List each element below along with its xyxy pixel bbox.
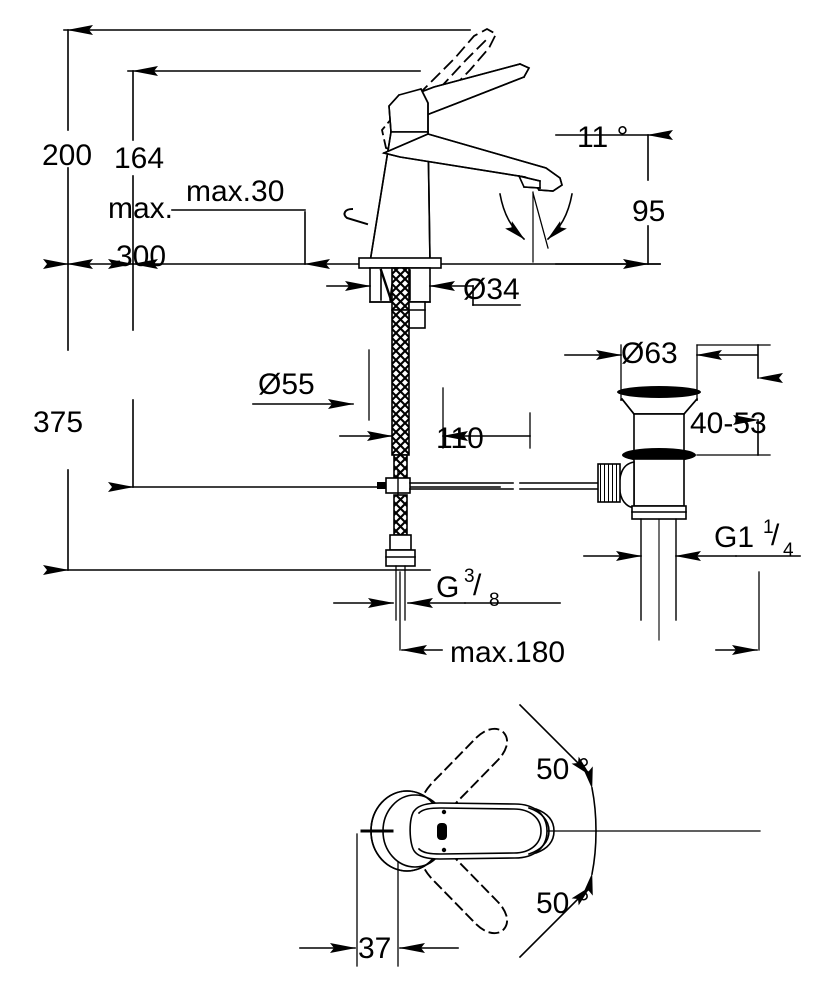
label-164: 164 (114, 142, 164, 175)
label-max300-line2: 300 (116, 240, 166, 273)
label-G1-numerator: 1 (763, 517, 774, 538)
supply-hose-lower (385, 494, 416, 621)
label-G38-numerator: 3 (464, 566, 475, 587)
label-G38-slash: / (473, 569, 482, 602)
faucet-plan (360, 727, 761, 935)
label-angle-11: 11 ° (577, 121, 628, 154)
label-G1: G1 (714, 521, 754, 554)
faucet-shank (391, 267, 426, 329)
label-50deg-up: 50 ° (536, 753, 590, 786)
label-max300-line1: max. (108, 192, 173, 225)
dimension-40-53 (696, 344, 783, 456)
plan-lever-body (409, 802, 555, 860)
label-d55: Ø55 (258, 368, 315, 401)
label-40-53: 40-53 (690, 407, 767, 440)
label-max180: max.180 (450, 636, 565, 669)
dimension-110 (339, 387, 531, 449)
label-max30: max.30 (186, 175, 284, 208)
lever-plan-up-phantom (421, 727, 509, 813)
dimension-d34 (326, 281, 521, 306)
dimension-50deg-down (518, 830, 597, 959)
dimension-37 (299, 833, 459, 967)
lever-cap (388, 87, 429, 133)
label-37: 37 (358, 932, 391, 965)
label-110: 110 (436, 422, 484, 455)
faucet-spout (381, 132, 563, 192)
dimension-d55 (252, 349, 370, 421)
dimension-labels: 200 164 max.30 max. 300 375 Ø34 Ø55 110 … (33, 121, 794, 965)
label-G1-slash: / (771, 519, 780, 552)
faucet-elevation (343, 27, 605, 621)
label-375: 375 (33, 406, 83, 439)
dimension-max180 (399, 571, 760, 655)
label-50deg-down: 50 ° (536, 887, 590, 920)
popup-lever-loop (343, 207, 369, 226)
label-95: 95 (632, 195, 665, 228)
lever-plan-down-phantom (421, 849, 509, 935)
label-G38: G (436, 571, 459, 604)
label-G1-denominator: 4 (783, 540, 794, 561)
label-G38-denominator: 8 (489, 590, 500, 611)
drain-assembly (597, 344, 701, 641)
angle-11-indicator (499, 192, 573, 249)
label-d34: Ø34 (463, 273, 520, 306)
supply-hose-upper (391, 309, 410, 456)
popup-pull-rod (409, 482, 605, 490)
label-d63: Ø63 (621, 337, 678, 370)
dimension-50deg-up (518, 703, 597, 832)
label-200: 200 (42, 139, 92, 172)
